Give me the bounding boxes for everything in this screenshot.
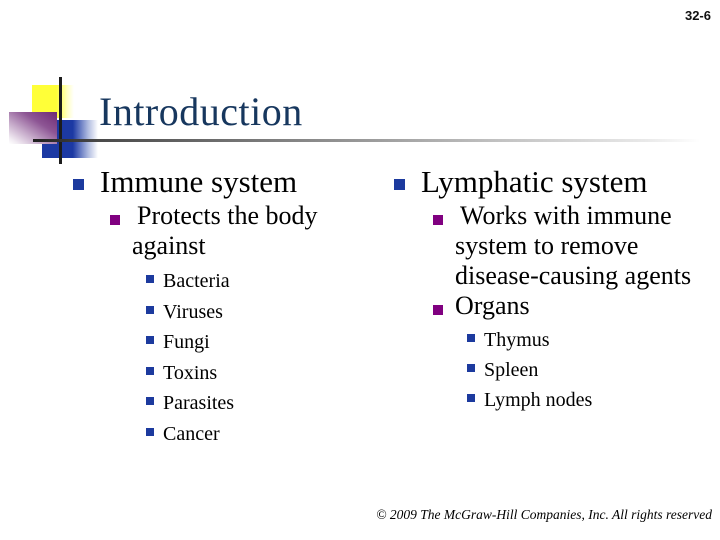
bullet-item-works-with-immune: Works with immune system to remove disea… [433,201,691,291]
list-item-label: Viruses [163,300,223,323]
decoration-vertical-line [59,77,62,164]
list-item-label: Bacteria [163,270,230,292]
slide-number: 32-6 [684,8,711,23]
list-item-label: Cancer [163,422,220,445]
text-line: Protects the body [137,201,318,230]
square-bullet-icon [433,215,443,225]
square-bullet-icon [146,427,154,436]
bullet-item-label: Immune system [100,164,298,199]
text-line: against [132,231,206,260]
list-item: Spleen [467,355,592,385]
list-item: Thymus [467,325,592,355]
list-item: Lymph nodes [467,385,592,415]
list-item: Parasites [146,388,234,419]
square-bullet-icon [73,179,84,190]
bullet-item-label: Lymphatic system [421,164,648,199]
list-item-label: Toxins [163,361,218,384]
square-bullet-icon [146,366,154,375]
bullet-item-label: Works with immune system to remove disea… [455,201,691,291]
square-bullet-icon [146,397,154,405]
bullet-item-organs: Organs [433,291,530,321]
list-item-label: Lymph nodes [484,389,593,411]
list-item: Bacteria [146,266,234,297]
square-bullet-icon [146,275,154,283]
list-item-label: Fungi [163,331,210,353]
list-item: Viruses [146,297,234,328]
square-bullet-icon [467,334,475,342]
square-bullet-icon [146,336,154,344]
list-item: Cancer [146,419,234,450]
copyright-text: © 2009 The McGraw-Hill Companies, Inc. A… [376,507,712,522]
list-item-label: Spleen [484,359,539,381]
decoration-purple-square [9,112,57,144]
bullet-item-lymphatic-system: Lymphatic system [394,164,647,200]
bullet-item-immune-system: Immune system [73,164,297,200]
square-bullet-icon [394,179,405,190]
right-sub-list: Thymus Spleen Lymph nodes [467,325,592,415]
text-line: Works with immune [460,201,672,230]
square-bullet-icon [467,394,475,402]
slide-title: Introduction [99,89,303,134]
list-item: Fungi [146,327,234,358]
text-line: system to remove [455,231,639,260]
square-bullet-icon [467,364,475,372]
left-sub-list: Bacteria Viruses Fungi Toxins Parasites … [146,266,234,449]
square-bullet-icon [146,305,154,314]
bullet-item-label: Organs [455,291,530,320]
list-item: Toxins [146,358,234,389]
decoration-horizontal-rule [33,139,700,142]
square-bullet-icon [110,215,120,225]
square-bullet-icon [433,305,443,315]
text-line: disease-causing agents [455,261,692,290]
bullet-item-label: Protects the body against [132,201,318,261]
bullet-item-protects-body: Protects the body against [110,201,318,261]
list-item-label: Thymus [484,329,550,351]
list-item-label: Parasites [163,392,235,414]
